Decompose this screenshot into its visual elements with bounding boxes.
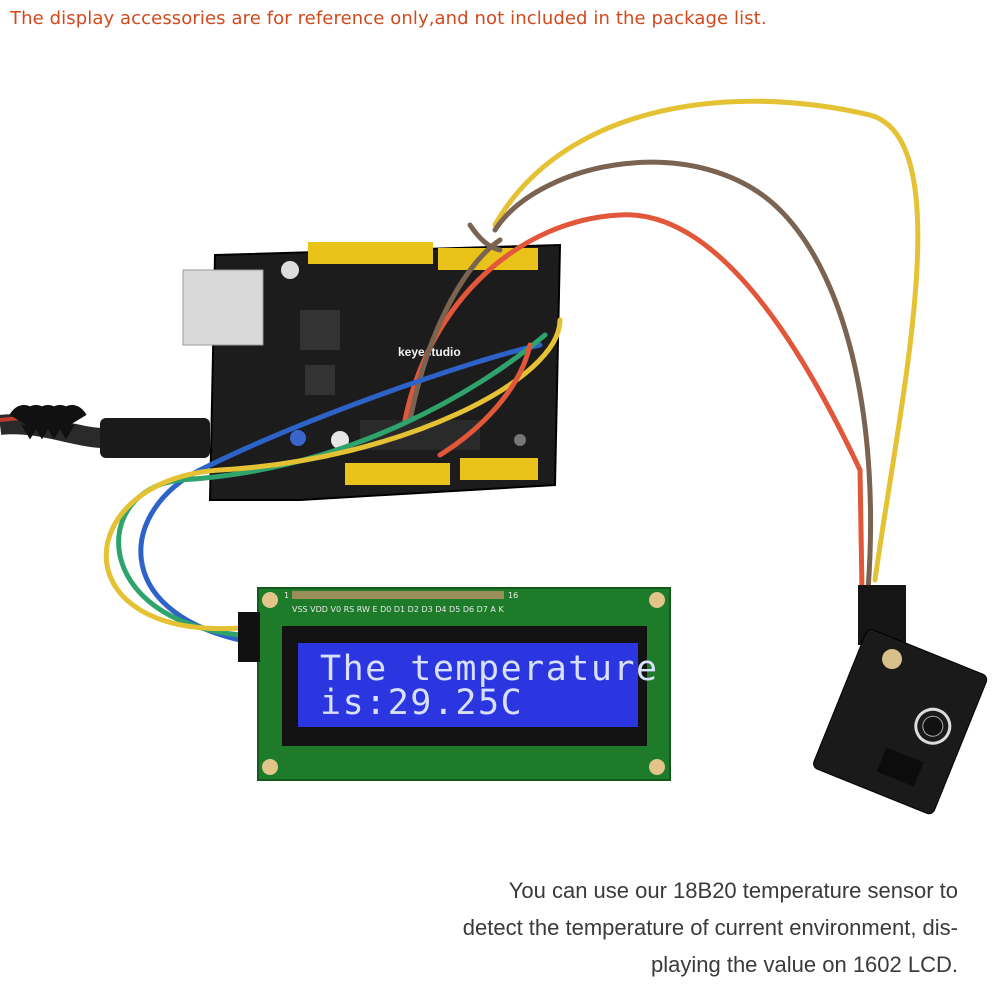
- lcd-module: 1 16 VSS VDD V0 RS RW E D0 D1 D2 D3 D4 D…: [238, 587, 671, 781]
- usb-port: [182, 269, 264, 346]
- usb-cable: [0, 405, 210, 458]
- controller-board: keyestudio: [182, 242, 562, 501]
- lcd-line-2: is:29.25C: [320, 683, 523, 723]
- product-caption: You can use our 18B20 temperature sensor…: [358, 872, 958, 983]
- lcd-pin-labels: VSS VDD V0 RS RW E D0 D1 D2 D3 D4 D5 D6 …: [292, 605, 504, 614]
- temperature-sensor-module: [813, 585, 988, 815]
- reference-notice: The display accessories are for referenc…: [10, 8, 767, 29]
- lcd-line-1: The temperature: [320, 649, 659, 689]
- caption-line-2: detect the temperature of current enviro…: [462, 915, 958, 940]
- caption-line-3: playing the value on 1602 LCD.: [651, 952, 958, 977]
- lcd-backlight: [298, 643, 638, 727]
- lcd-pin-first: 1: [284, 591, 289, 600]
- caption-line-1: You can use our 18B20 temperature sensor…: [508, 878, 958, 903]
- jumper-wires: [103, 98, 921, 643]
- lcd-pin-last: 16: [508, 591, 518, 600]
